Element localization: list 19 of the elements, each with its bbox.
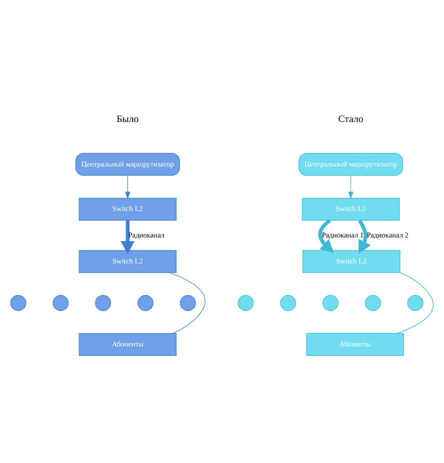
arrow — [358, 218, 371, 254]
node-circle — [407, 294, 424, 310]
connector — [396, 272, 434, 334]
node-circle — [364, 294, 381, 310]
node-circle — [280, 294, 296, 310]
node-circle — [322, 294, 338, 310]
label: Стало — [338, 113, 364, 124]
arrow — [125, 174, 130, 199]
connector — [168, 272, 206, 334]
arrow — [318, 218, 334, 253]
arrow — [348, 174, 354, 199]
node-circle — [238, 294, 254, 310]
node-circle — [95, 294, 112, 310]
label: Было — [116, 113, 139, 124]
node-circle — [180, 294, 196, 310]
arrow — [120, 220, 135, 254]
node-circle — [10, 294, 26, 310]
node-circle — [52, 294, 69, 310]
node-circle — [138, 294, 154, 310]
